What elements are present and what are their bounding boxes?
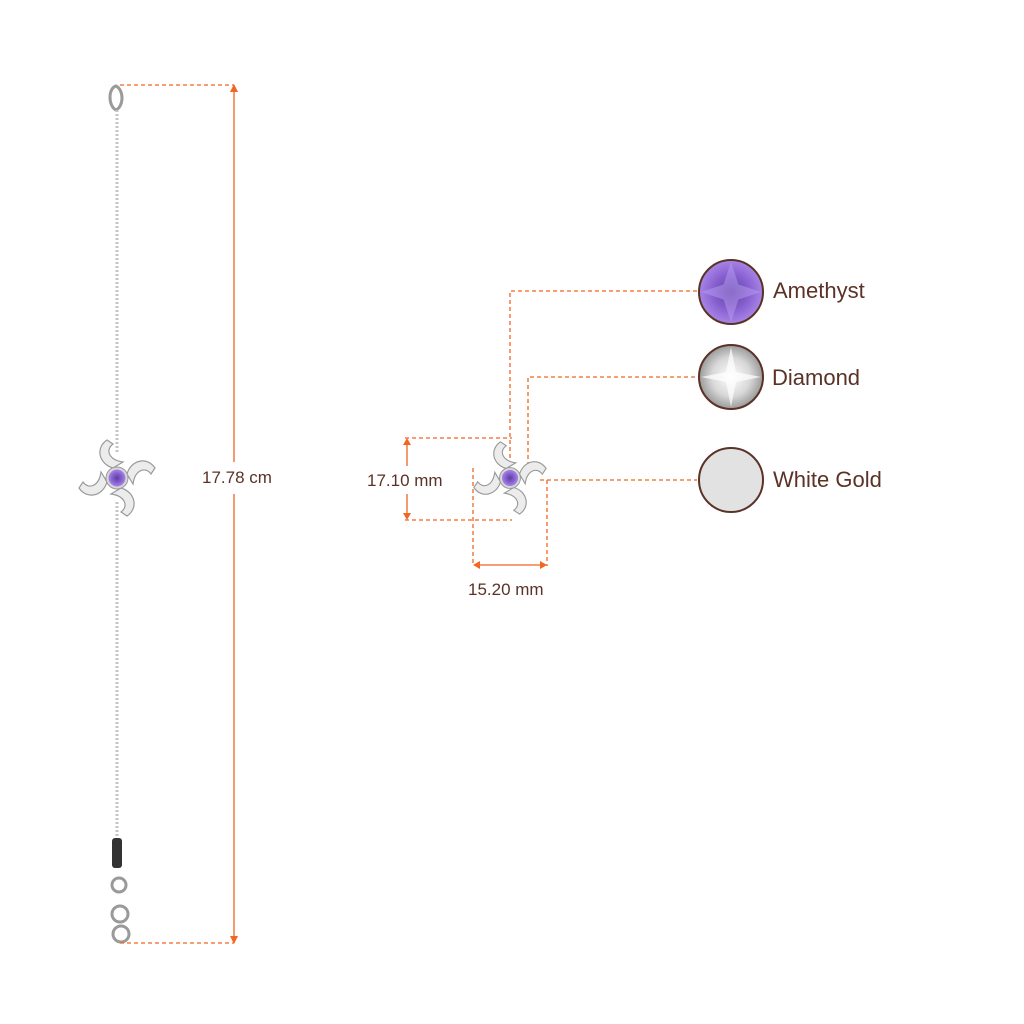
clasp-icon <box>108 84 124 112</box>
pendant-height-label: 17.10 mm <box>367 471 443 491</box>
material-label-diamond: Diamond <box>772 365 861 390</box>
total-length-label: 17.78 cm <box>202 468 272 488</box>
pendant-width-label: 15.20 mm <box>468 580 544 600</box>
bracelet-image <box>78 84 156 944</box>
pendant-detail-image <box>473 441 547 515</box>
diamond-swatch <box>698 344 764 410</box>
material-label-amethyst: Amethyst <box>773 278 865 303</box>
white-gold-swatch <box>698 447 764 513</box>
material-label-white-gold: White Gold <box>773 467 882 492</box>
amethyst-swatch <box>698 259 764 325</box>
